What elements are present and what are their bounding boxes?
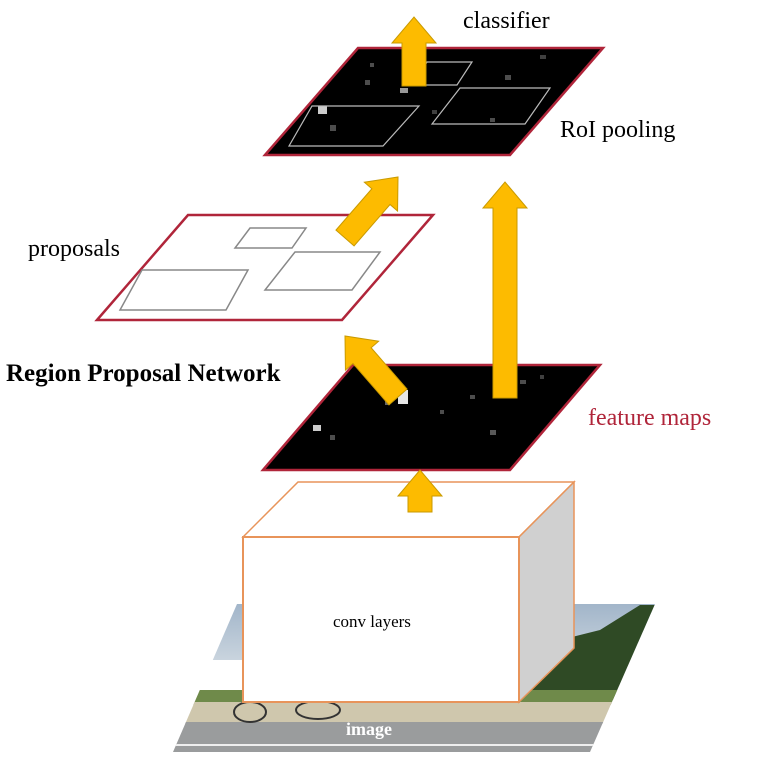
roi-box: [287, 105, 421, 147]
proposals-plane: [94, 213, 436, 322]
activation-spot: [370, 63, 374, 67]
activation-spot: [318, 106, 327, 114]
classifier-label: classifier: [463, 8, 550, 34]
activation-spot: [365, 80, 370, 85]
activation-spot: [490, 118, 495, 122]
activation-spot: [540, 55, 546, 59]
arrow-proposals-to-roi-pooling: [335, 176, 399, 247]
arrow-conv-to-feature-maps: [396, 469, 444, 513]
flow-arrows: [335, 16, 529, 513]
arrow-roi-to-classifier: [390, 16, 438, 87]
conv-layers-box: [241, 480, 576, 704]
arrow-feature-maps-to-rpn: [344, 335, 408, 406]
feature-maps-plane: [260, 363, 603, 472]
conv-layers-label: conv layers: [333, 612, 411, 631]
activation-spot: [440, 410, 444, 414]
activation-spot: [505, 75, 511, 80]
activation-spot: [520, 380, 526, 384]
rpn-label: Region Proposal Network: [6, 360, 281, 387]
activation-spot: [330, 125, 336, 131]
roi-pooling-plane: [262, 46, 606, 157]
image-label: image: [346, 719, 392, 739]
activation-spot: [432, 110, 437, 114]
roi-box: [430, 87, 552, 125]
proposal-box: [118, 269, 250, 311]
proposal-box: [263, 251, 382, 291]
activation-spot: [470, 395, 475, 399]
activation-spot: [400, 88, 408, 93]
feature-maps-label: feature maps: [588, 405, 711, 431]
activation-spot: [313, 425, 321, 431]
activation-spot: [330, 435, 335, 440]
proposals-label: proposals: [28, 236, 120, 262]
roi-pooling-label: RoI pooling: [560, 117, 675, 143]
activation-spot: [540, 375, 544, 379]
activation-spot: [398, 390, 408, 404]
proposal-box: [233, 227, 308, 249]
activation-spot: [490, 430, 496, 435]
arrow-feature-maps-to-roi-pooling: [481, 181, 529, 399]
